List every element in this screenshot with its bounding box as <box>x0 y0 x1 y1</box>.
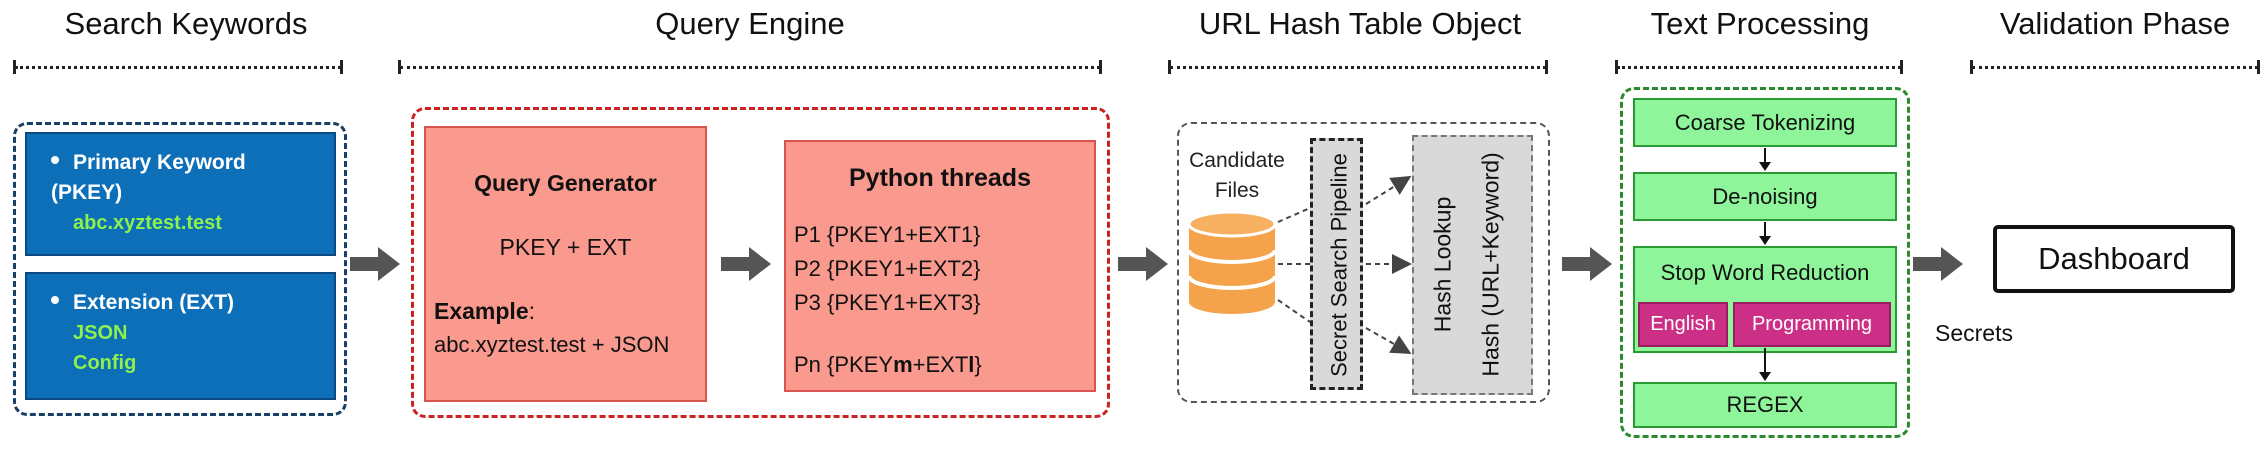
language-english: English <box>1638 302 1728 347</box>
url-hash-panel <box>1177 122 1550 403</box>
primary-keyword-box: Primary Keyword (PKEY) abc.xyztest.test <box>25 132 336 256</box>
section-rule-validation <box>1970 60 2260 74</box>
language-programming: Programming <box>1733 302 1891 347</box>
connector-line <box>1277 207 1311 223</box>
thread-line: P2 {PKEY1+EXT2} <box>794 256 981 281</box>
python-threads-box: Python threads P1 {PKEY1+EXT1} P2 {PKEY1… <box>784 140 1096 392</box>
section-title-query-engine: Query Engine <box>655 6 845 41</box>
section-rule-search-keywords <box>13 60 343 74</box>
hash-lookup-box: Hash Lookup Hash (URL+Keyword) <box>1412 135 1533 395</box>
example-value: abc.xyztest.test + JSON <box>434 332 670 357</box>
python-threads-title: Python threads <box>849 164 1031 192</box>
database-icon <box>1187 210 1277 314</box>
hash-formula-label: Hash (URL+Keyword) <box>1477 152 1504 377</box>
query-engine-panel <box>411 107 1110 418</box>
bullet-icon <box>51 156 59 165</box>
section-rule-query-engine <box>398 60 1102 74</box>
down-arrow-icon <box>1759 236 1771 245</box>
primary-keyword-value: abc.xyztest.test <box>73 212 222 234</box>
url-hash-connectors <box>1277 175 1412 354</box>
step-de-noising: De-noising <box>1633 172 1897 221</box>
connector-line <box>1277 299 1311 323</box>
primary-keyword-label: Primary Keyword (PKEY) <box>51 151 246 204</box>
query-generator-title: Query Generator <box>474 170 657 196</box>
flow-arrow-icon <box>1913 247 1963 281</box>
section-title-search-keywords: Search Keywords <box>64 6 308 41</box>
thread-line: P1 {PKEY1+EXT1} <box>794 222 981 247</box>
step-arrows <box>1759 148 1771 381</box>
section-title-text-processing: Text Processing <box>1650 6 1870 41</box>
extension-value: Config <box>73 352 137 374</box>
hash-lookup-label: Hash Lookup <box>1429 196 1456 333</box>
section-rule-url-hash <box>1168 60 1548 74</box>
down-arrow-icon <box>1759 372 1771 381</box>
step-regex: REGEX <box>1633 382 1897 428</box>
flow-arrow-icon <box>721 247 771 281</box>
example-label: Example: <box>434 298 535 324</box>
text-processing-panel <box>1620 87 1910 438</box>
extension-value: JSON <box>73 322 128 344</box>
secret-search-pipeline-box: Secret Search Pipeline <box>1310 138 1363 390</box>
dashboard-box: Dashboard <box>1993 225 2235 293</box>
search-keywords-panel <box>13 122 347 416</box>
flow-arrow-icon <box>1562 247 1612 281</box>
flow-arrow-icon <box>1118 247 1168 281</box>
connector-arrow <box>1365 175 1412 205</box>
down-arrow-icon <box>1759 162 1771 171</box>
flow-arrow-icon <box>350 247 400 281</box>
section-title-validation: Validation Phase <box>1999 6 2231 41</box>
thread-line-last: Pn {PKEYm+EXTl} <box>794 352 982 377</box>
thread-line: P3 {PKEY1+EXT3} <box>794 290 981 315</box>
extension-box: Extension (EXT) JSON Config <box>25 272 336 400</box>
extension-label: Extension (EXT) <box>51 288 318 318</box>
candidate-files-label: Candidate Files <box>1189 149 1285 202</box>
query-generator-formula: PKEY + EXT <box>499 234 632 260</box>
query-generator-box: Query Generator PKEY + EXT Example: abc.… <box>424 126 707 402</box>
connector-arrow <box>1365 327 1412 354</box>
stop-word-reduction-label: Stop Word Reduction <box>1660 260 1870 285</box>
secrets-label: Secrets <box>1935 320 2013 346</box>
bullet-icon <box>51 296 59 305</box>
section-title-url-hash: URL Hash Table Object <box>1198 6 1522 41</box>
step-coarse-tokenizing: Coarse Tokenizing <box>1633 98 1897 147</box>
section-rule-text-processing <box>1615 60 1903 74</box>
